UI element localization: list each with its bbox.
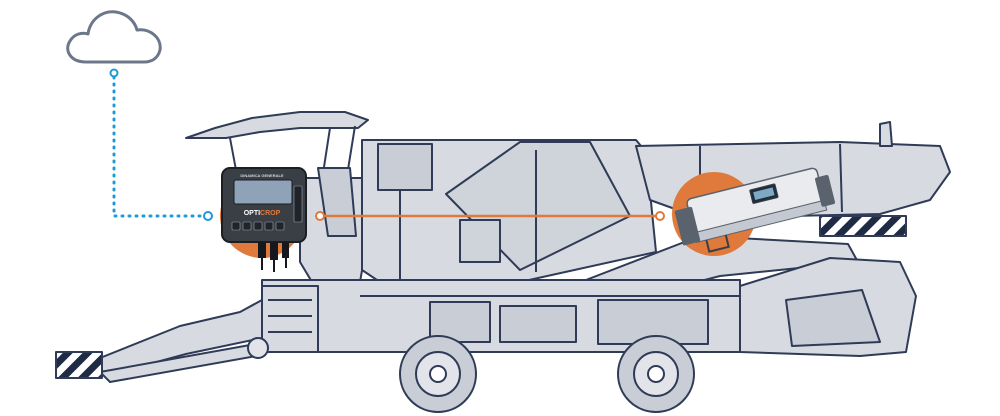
sensor-mount-right xyxy=(815,175,836,207)
spout-seam-2 xyxy=(839,143,843,213)
canopy-post-rear xyxy=(229,137,237,171)
opticrop-terminal: DINAMICA GENERALE OPTICROP xyxy=(221,167,307,272)
chassis-box-2 xyxy=(499,305,577,343)
cab-seat xyxy=(317,167,357,237)
terminal-key-1 xyxy=(231,221,241,231)
rear-bumper-stripe xyxy=(55,351,103,379)
sensor-bracket xyxy=(705,234,730,253)
sensor-screen-display xyxy=(753,187,775,200)
cloud-link-end-dot xyxy=(203,211,213,221)
terminal-maker-label: DINAMICA GENERALE xyxy=(240,173,284,178)
cloud-link-start-dot xyxy=(109,68,119,78)
terminal-brand-label: OPTICROP xyxy=(244,210,281,217)
terminal-link-dot xyxy=(315,211,325,221)
front-wheel-hub xyxy=(647,365,665,383)
canopy-roof xyxy=(185,111,369,139)
cloud-terminal-dotted-link xyxy=(112,75,206,218)
terminal-connector-3 xyxy=(282,242,289,258)
sensor-link-dot xyxy=(655,211,665,221)
terminal-key-5 xyxy=(275,221,285,231)
spout-cap xyxy=(879,121,893,147)
terminal-key-2 xyxy=(242,221,252,231)
cloud-icon xyxy=(66,10,162,64)
hopper-divider-3 xyxy=(459,219,501,263)
terminal-connector-2 xyxy=(270,242,278,260)
front-header-plate xyxy=(785,289,881,347)
access-ladder xyxy=(261,285,319,353)
terminal-key-3 xyxy=(253,221,263,231)
front-upper-stripe xyxy=(819,215,907,237)
terminal-connector-1 xyxy=(258,242,266,258)
terminal-key-side xyxy=(293,185,303,223)
rear-pulley xyxy=(247,337,269,359)
terminal-screen xyxy=(233,179,293,205)
sensor-mount-left xyxy=(674,206,701,246)
terminal-key-4 xyxy=(264,221,274,231)
terminal-cable xyxy=(261,258,287,272)
rear-wheel-hub xyxy=(429,365,447,383)
nir-sensor-unit xyxy=(674,167,836,253)
harvester-machine xyxy=(55,111,951,413)
hopper-front-panel xyxy=(377,143,433,191)
